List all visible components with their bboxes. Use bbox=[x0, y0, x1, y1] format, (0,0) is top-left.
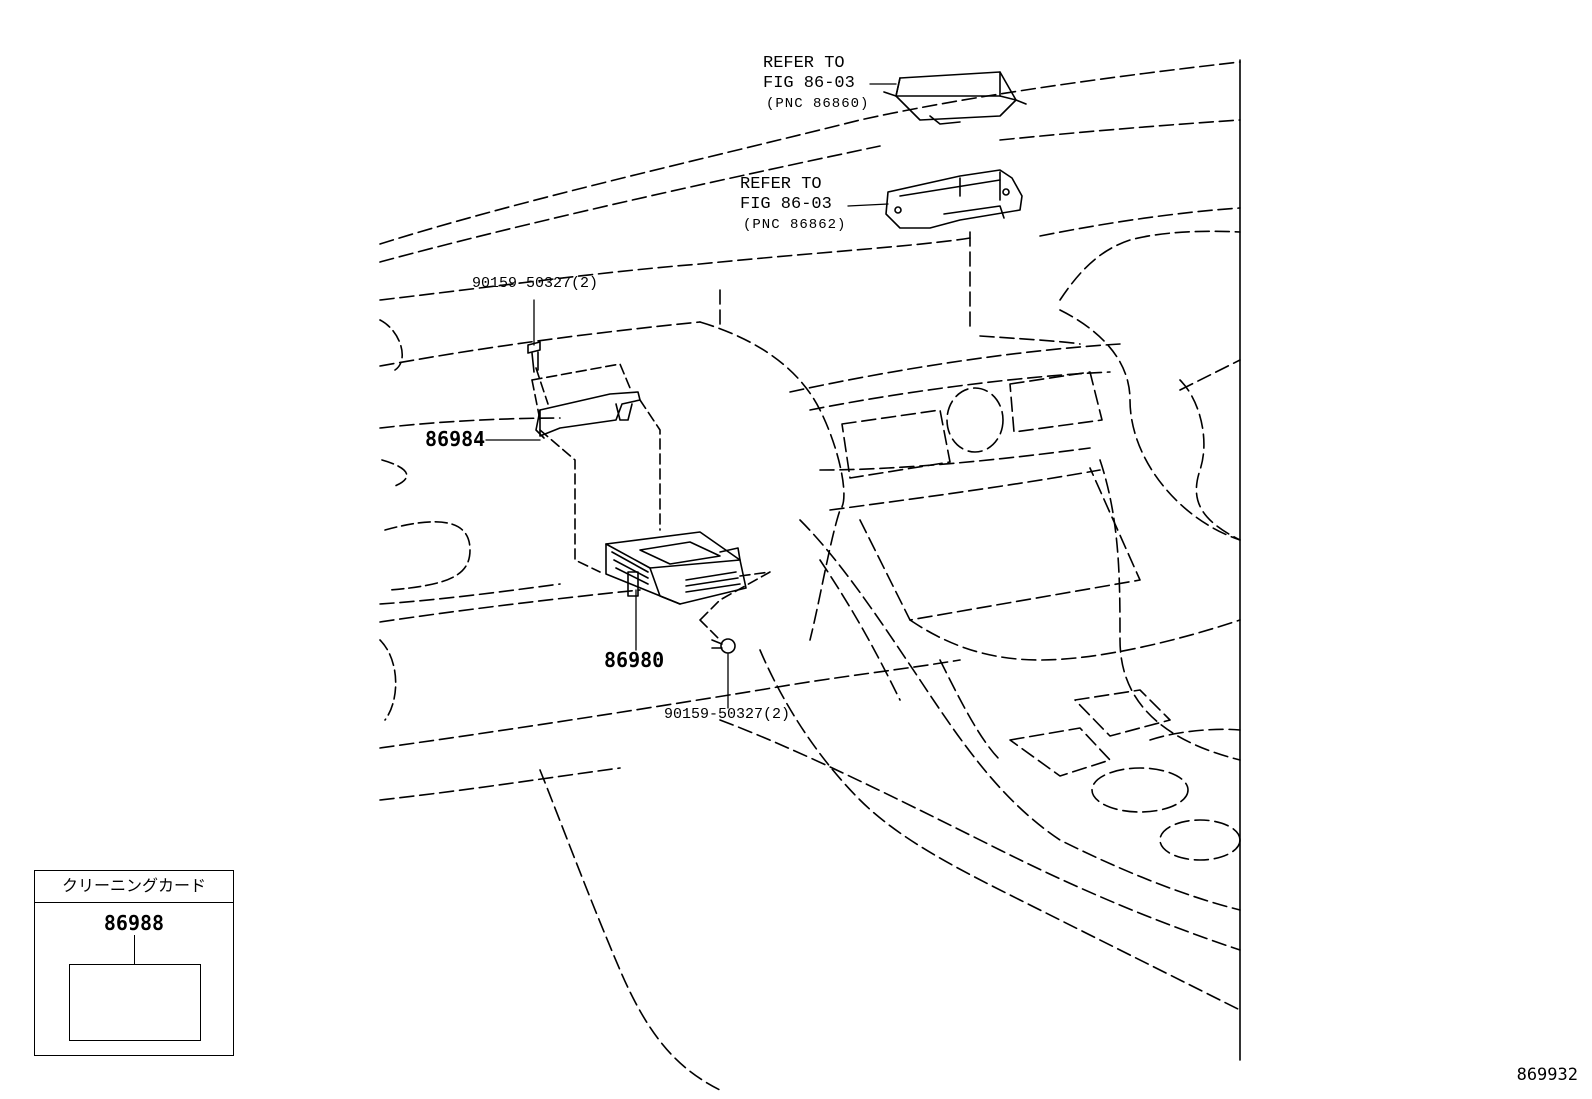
refer-label-86862-line1: REFER TO bbox=[740, 175, 822, 194]
refer-label-86862-line2[interactable]: FIG 86-03 bbox=[740, 195, 832, 214]
legend-part-number[interactable]: 86988 bbox=[103, 911, 165, 935]
unit-86980-icon bbox=[605, 531, 747, 605]
refer-label-86860-line2[interactable]: FIG 86-03 bbox=[763, 74, 855, 93]
cleaning-card-icon bbox=[69, 964, 201, 1041]
refer-label-86860-line1: REFER TO bbox=[763, 54, 845, 73]
screw-top-icon bbox=[527, 341, 541, 373]
dashboard-outline bbox=[379, 61, 1241, 1091]
leader-lines bbox=[485, 83, 897, 709]
cleaning-card-legend: クリーニングカード 86988 bbox=[34, 870, 234, 1056]
refer-label-86860-pnc: (PNC 86860) bbox=[766, 96, 870, 112]
center-console bbox=[789, 230, 1241, 861]
legend-leader-line bbox=[134, 935, 135, 964]
bracket-86862-icon bbox=[885, 169, 1023, 229]
left-vents bbox=[379, 319, 471, 721]
screw-bottom-icon bbox=[711, 638, 736, 654]
legend-header: クリーニングカード bbox=[35, 871, 233, 903]
figure-number: 869932 bbox=[1516, 1065, 1578, 1085]
exploded-guide-lines bbox=[531, 363, 771, 641]
refer-label-86862-pnc: (PNC 86862) bbox=[743, 217, 847, 233]
module-86860-icon bbox=[883, 71, 1027, 125]
bracket-86984-icon bbox=[535, 391, 641, 439]
part-label-bolt-top[interactable]: 90159-50327(2) bbox=[472, 275, 599, 292]
part-label-bracket[interactable]: 86984 bbox=[425, 427, 486, 451]
part-label-bolt-bottom[interactable]: 90159-50327(2) bbox=[664, 706, 791, 723]
part-label-unit[interactable]: 86980 bbox=[604, 648, 665, 672]
